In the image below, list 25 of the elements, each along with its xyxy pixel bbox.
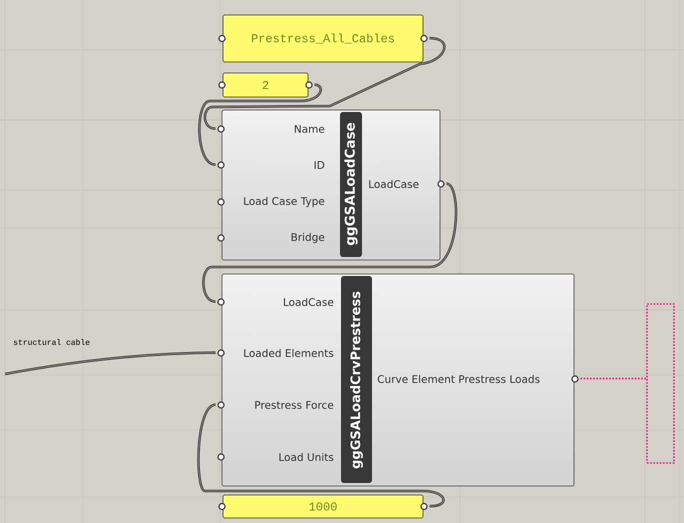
- wire: [197, 403, 444, 508]
- component-box: [217, 274, 579, 486]
- input-label: Name: [294, 125, 324, 133]
- input-label: Bridge: [292, 232, 324, 244]
- wire: [580, 378, 646, 380]
- component-box: [217, 110, 445, 260]
- dotted-box: [646, 303, 675, 464]
- component-title: ggGSALoadCrvPrestress: [341, 276, 372, 483]
- wire: [198, 83, 322, 166]
- component-title: ggGSALoadCase: [340, 112, 362, 257]
- input-label: LoadCase: [284, 298, 334, 306]
- wire: [202, 182, 458, 303]
- output-label: Curve Element Prestress Loads: [378, 374, 540, 384]
- input-label: Prestress Force: [255, 401, 334, 409]
- input-label: ID: [314, 161, 324, 169]
- wire: [4, 351, 216, 376]
- edge-label: structural cable: [12, 338, 92, 346]
- input-label: Load Case Type: [244, 196, 324, 208]
- text-panel: Prestress_All_Cables: [218, 14, 428, 62]
- input-label: Load Units: [279, 452, 334, 462]
- wire: [204, 36, 446, 130]
- input-label: Loaded Elements: [244, 348, 334, 358]
- output-label: LoadCase: [369, 180, 419, 188]
- text-panel: 1000: [218, 494, 428, 518]
- text-panel: 2: [218, 72, 313, 98]
